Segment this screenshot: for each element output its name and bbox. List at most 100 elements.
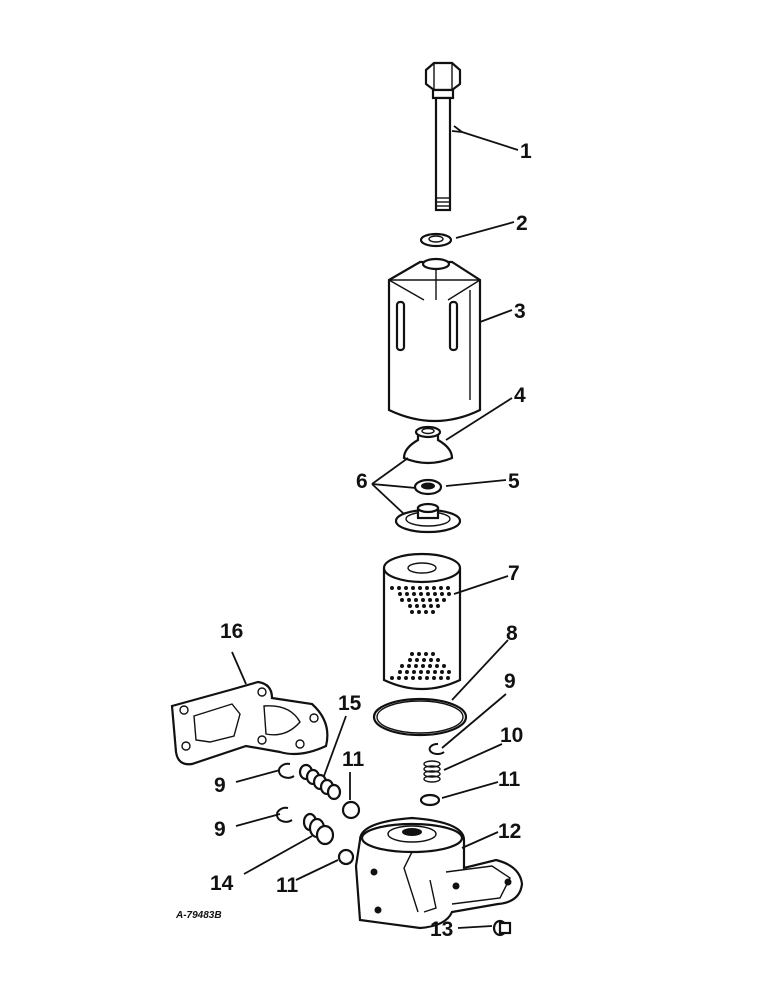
callout-11-right: 11 [498, 768, 521, 791]
perforation-dot [417, 652, 421, 656]
part-3-shell [387, 257, 482, 423]
perforation-dot [404, 586, 408, 590]
perforation-dot [414, 664, 418, 668]
figure-id-label: A-79483B [175, 910, 222, 921]
perforation-dot [440, 592, 444, 596]
callout-14: 14 [210, 872, 234, 895]
part-13-drain-plug [492, 919, 512, 937]
perforation-dot [415, 658, 419, 662]
part-9-snap-ring-left-lower [276, 806, 293, 823]
part-16-gasket [170, 680, 329, 766]
perforation-dot [408, 604, 412, 608]
perforation-dot [397, 676, 401, 680]
callout-11-upper: 11 [342, 748, 365, 771]
callout-16: 16 [220, 620, 243, 643]
callout-7: 7 [508, 562, 520, 585]
perforation-dot [412, 592, 416, 596]
part-11-ball-upper [341, 800, 361, 820]
part-12-filter-base [354, 816, 524, 930]
callout-5: 5 [508, 470, 520, 493]
perforation-dot [446, 676, 450, 680]
callout-11-lower: 11 [276, 874, 299, 897]
perforation-dot [404, 676, 408, 680]
perforation-dot [407, 598, 411, 602]
perforation-dot [410, 652, 414, 656]
perforation-dot [411, 586, 415, 590]
part-2-washer [419, 232, 453, 248]
perforations-lower [390, 652, 451, 680]
perforation-dot [400, 664, 404, 668]
perforation-dot [419, 670, 423, 674]
callout-13: 13 [430, 918, 453, 941]
perforation-dot [431, 652, 435, 656]
part-11-ball-lower [337, 848, 355, 866]
perforation-dot [436, 604, 440, 608]
callout-8: 8 [506, 622, 518, 645]
perforation-dot [422, 604, 426, 608]
perforation-dot [417, 610, 421, 614]
callout-1: 1 [520, 140, 532, 163]
perforation-dot [433, 670, 437, 674]
perforation-dot [418, 586, 422, 590]
perforation-dot [422, 658, 426, 662]
callout-10: 10 [500, 724, 523, 747]
perforation-dot [436, 658, 440, 662]
callout-15: 15 [338, 692, 362, 715]
perforation-dot [440, 670, 444, 674]
perforation-dot [411, 676, 415, 680]
part-14-plug [302, 812, 335, 846]
perforations-upper [390, 586, 451, 614]
part-15-spring [298, 763, 342, 801]
perforation-dot [425, 586, 429, 590]
perforation-dot [418, 676, 422, 680]
part-4-seal [402, 425, 454, 465]
perforation-dot [398, 670, 402, 674]
perforation-dot [442, 598, 446, 602]
perforation-dot [429, 604, 433, 608]
callout-9-left-lower: 9 [214, 818, 226, 841]
part-1-bolt [424, 61, 462, 212]
part-5-grommet [413, 478, 443, 496]
perforation-dot [405, 592, 409, 596]
perforation-dot [432, 676, 436, 680]
perforation-dot [429, 658, 433, 662]
part-7-filter-element [382, 552, 462, 691]
part-9-snap-ring-right [428, 742, 445, 755]
perforation-dot [421, 598, 425, 602]
part-8-o-ring [372, 697, 468, 737]
perforation-dot [405, 670, 409, 674]
part-6-lower-cap [394, 502, 462, 534]
callout-9-left-upper: 9 [214, 774, 226, 797]
perforation-dot [428, 598, 432, 602]
callout-labels: 1 2 3 4 5 6 7 8 9 9 9 10 11 11 11 12 13 … [210, 140, 532, 941]
perforation-dot [424, 610, 428, 614]
part-10-spring [423, 760, 441, 783]
perforation-dot [428, 664, 432, 668]
perforation-dot [400, 598, 404, 602]
callout-4: 4 [514, 384, 526, 407]
callout-3: 3 [514, 300, 526, 323]
perforation-dot [390, 586, 394, 590]
callout-6: 6 [356, 470, 368, 493]
perforation-dot [447, 592, 451, 596]
part-11-disc-right [419, 793, 441, 807]
perforation-dot [433, 592, 437, 596]
leader-lines [231, 125, 519, 929]
perforation-dot [397, 586, 401, 590]
perforation-dot [408, 658, 412, 662]
perforation-dot [447, 670, 451, 674]
perforation-dot [415, 604, 419, 608]
part-9-snap-ring-left-upper [278, 762, 295, 779]
perforation-dot [421, 664, 425, 668]
perforation-dot [442, 664, 446, 668]
perforation-dot [435, 598, 439, 602]
perforation-dot [439, 676, 443, 680]
callout-9-right: 9 [504, 670, 516, 693]
perforation-dot [414, 598, 418, 602]
perforation-dot [425, 676, 429, 680]
perforation-dot [426, 592, 430, 596]
perforation-dot [412, 670, 416, 674]
perforation-dot [407, 664, 411, 668]
